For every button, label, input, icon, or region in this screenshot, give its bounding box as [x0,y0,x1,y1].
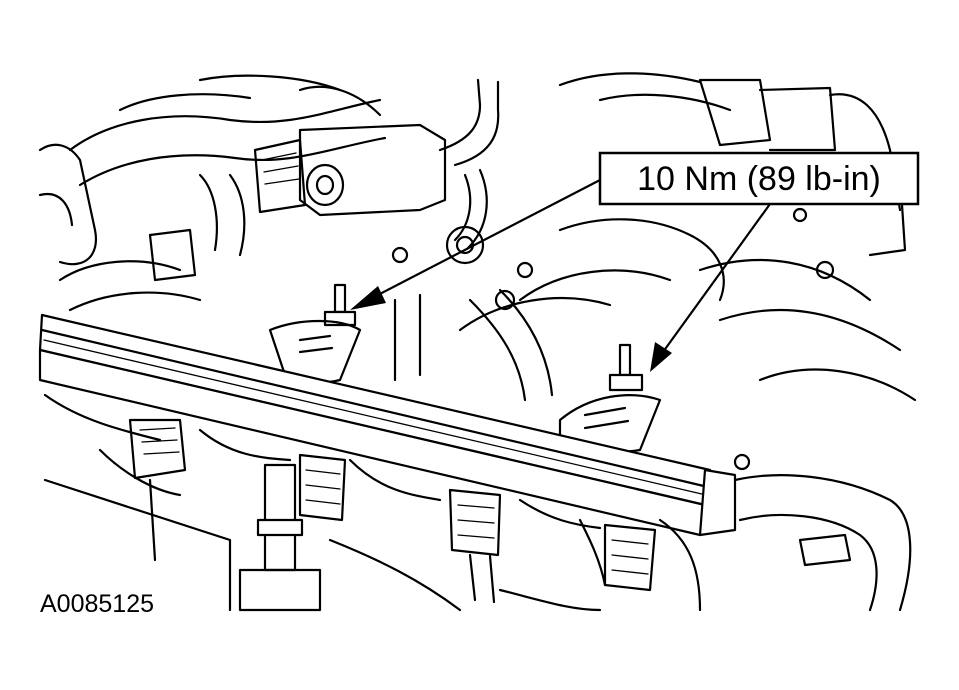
figure-id-label: A0085125 [40,590,154,618]
fuel-injector-1 [98,418,187,562]
fuel-rail [38,313,751,537]
background-engine-parts [38,72,917,402]
torque-callout: 10 Nm (89 lb-in) [598,151,920,206]
fuel-rail-mounting-stud-left [268,283,362,384]
wiring-harness [43,393,702,612]
fuel-rail-mounting-stud-right [558,343,662,454]
leader-arrow-left [350,178,602,310]
leader-arrow-right [650,202,772,372]
fuel-injector-3 [448,488,502,604]
torque-label: 10 Nm (89 lb-in) [637,160,881,198]
callout-box [598,151,920,206]
fuel-injector-4 [578,518,657,592]
right-side-hose [733,474,912,612]
fuel-injector-2 [238,453,347,612]
